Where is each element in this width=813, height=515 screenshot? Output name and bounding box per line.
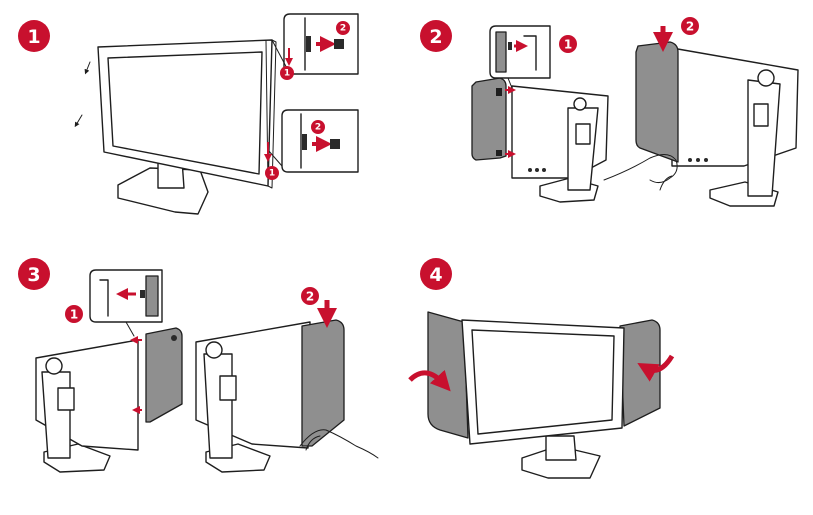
step-1-inset-bottom: 2 1: [264, 109, 359, 180]
step-3-inset: 1: [65, 269, 163, 337]
step-1-callout-top-2: 2: [340, 24, 346, 34]
step-4-left-rotate-arrow: [408, 369, 451, 392]
step-1-panel: 1 2 1: [18, 13, 359, 215]
step-4-panel: 4: [408, 258, 675, 479]
step-3-panel: 3 1: [18, 258, 379, 473]
step-3-callout-1: 1: [70, 308, 78, 322]
step-3-callout-2: 2: [306, 290, 314, 304]
step-2-monitor-rear-left: [471, 77, 609, 203]
step-4-right-rotate-arrow: [637, 354, 675, 382]
step-4-badge: 4: [420, 258, 452, 290]
step-1-badge: 1: [18, 20, 50, 52]
step-4-number: 4: [429, 264, 442, 286]
step-1-monitor: [74, 39, 277, 215]
step-3-monitor-rear-right: 2: [195, 287, 379, 473]
step-1-callout-bottom-2: 2: [315, 123, 321, 133]
step-2-callout-2: 2: [686, 20, 694, 34]
step-2-monitor-rear-right: 2: [603, 17, 799, 207]
step-3-number: 3: [27, 264, 40, 286]
step-2-panel: 2 1: [420, 17, 799, 207]
step-1-number: 1: [27, 26, 40, 48]
step-1-callout-top-1: 1: [284, 69, 290, 79]
step-1-inset-top: 2 1: [271, 13, 359, 80]
step-4-monitor-with-shields: [408, 311, 675, 479]
step-2-inset: 1: [489, 25, 577, 89]
step-2-number: 2: [429, 26, 442, 48]
step-1-callout-bottom-1: 1: [269, 169, 275, 179]
step-3-badge: 3: [18, 258, 50, 290]
step-2-callout-1: 1: [564, 38, 572, 52]
step-2-badge: 2: [420, 20, 452, 52]
step-3-monitor-rear-left: [35, 327, 183, 473]
